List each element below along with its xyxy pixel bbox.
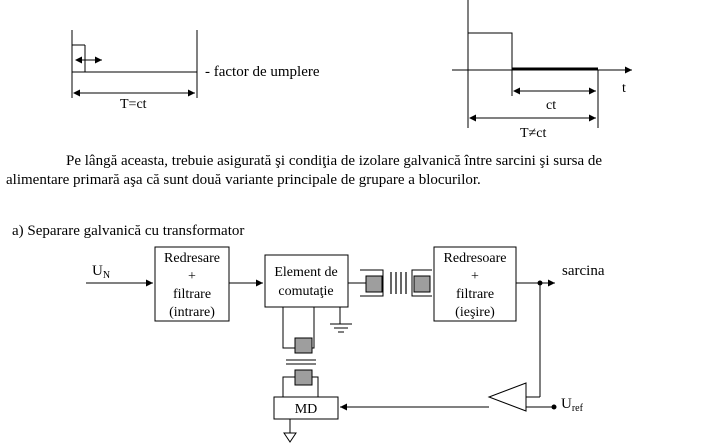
transformer-secondary-winding: [413, 275, 431, 293]
block2-line2: comutaţie: [278, 284, 333, 299]
block3-line2: +: [471, 269, 479, 284]
input-rectifier-filter-block: [154, 246, 230, 322]
block1-line1: Redresare: [164, 251, 220, 266]
block-diagram: UN Redresare + filtrare (intrare) Elemen…: [86, 246, 605, 443]
block1-line4: (intrare): [169, 305, 215, 320]
drive-transformer-primary: [294, 337, 313, 354]
input-voltage-label: UN: [92, 263, 110, 281]
time-axis-label: t: [622, 81, 626, 96]
md-modulator-block: [273, 396, 339, 420]
duty-factor-label: - factor de umplere: [205, 64, 320, 80]
paragraph-line-2: alimentare primară aşa că sunt două vari…: [6, 172, 481, 188]
block1-line2: +: [188, 269, 196, 284]
reference-voltage-label: Uref: [561, 396, 584, 414]
duty-cycle-figure: - factor de umplere T=ct: [71, 30, 320, 112]
md-label: MD: [295, 402, 318, 417]
load-label: sarcina: [562, 263, 605, 279]
block1-line3: filtrare: [173, 287, 211, 302]
body-paragraph: Pe lângă aceasta, trebuie asigurată şi c…: [6, 152, 722, 190]
variable-period-figure: t ct T≠ct: [452, 0, 632, 141]
output-rectifier-filter-block: [433, 246, 517, 322]
block3-line4: (ieşire): [455, 305, 495, 320]
switching-element-block: [264, 254, 349, 308]
section-heading: a) Separare galvanică cu transformator: [12, 223, 245, 239]
transformer-primary-winding: [365, 275, 383, 293]
period-variable-label: T≠ct: [520, 126, 546, 141]
period-constant-label: T=ct: [120, 97, 147, 112]
paragraph-line-1: Pe lângă aceasta, trebuie asigurată şi c…: [66, 153, 603, 169]
block2-line1: Element de: [274, 265, 337, 280]
block3-line3: filtrare: [456, 287, 494, 302]
block3-line1: Redresoare: [444, 251, 507, 266]
waveform-figures: - factor de umplere T=ct t ct T≠ct: [71, 0, 632, 141]
drive-transformer-secondary: [294, 369, 313, 386]
error-amplifier: [487, 382, 527, 412]
ct-label: ct: [546, 98, 556, 113]
